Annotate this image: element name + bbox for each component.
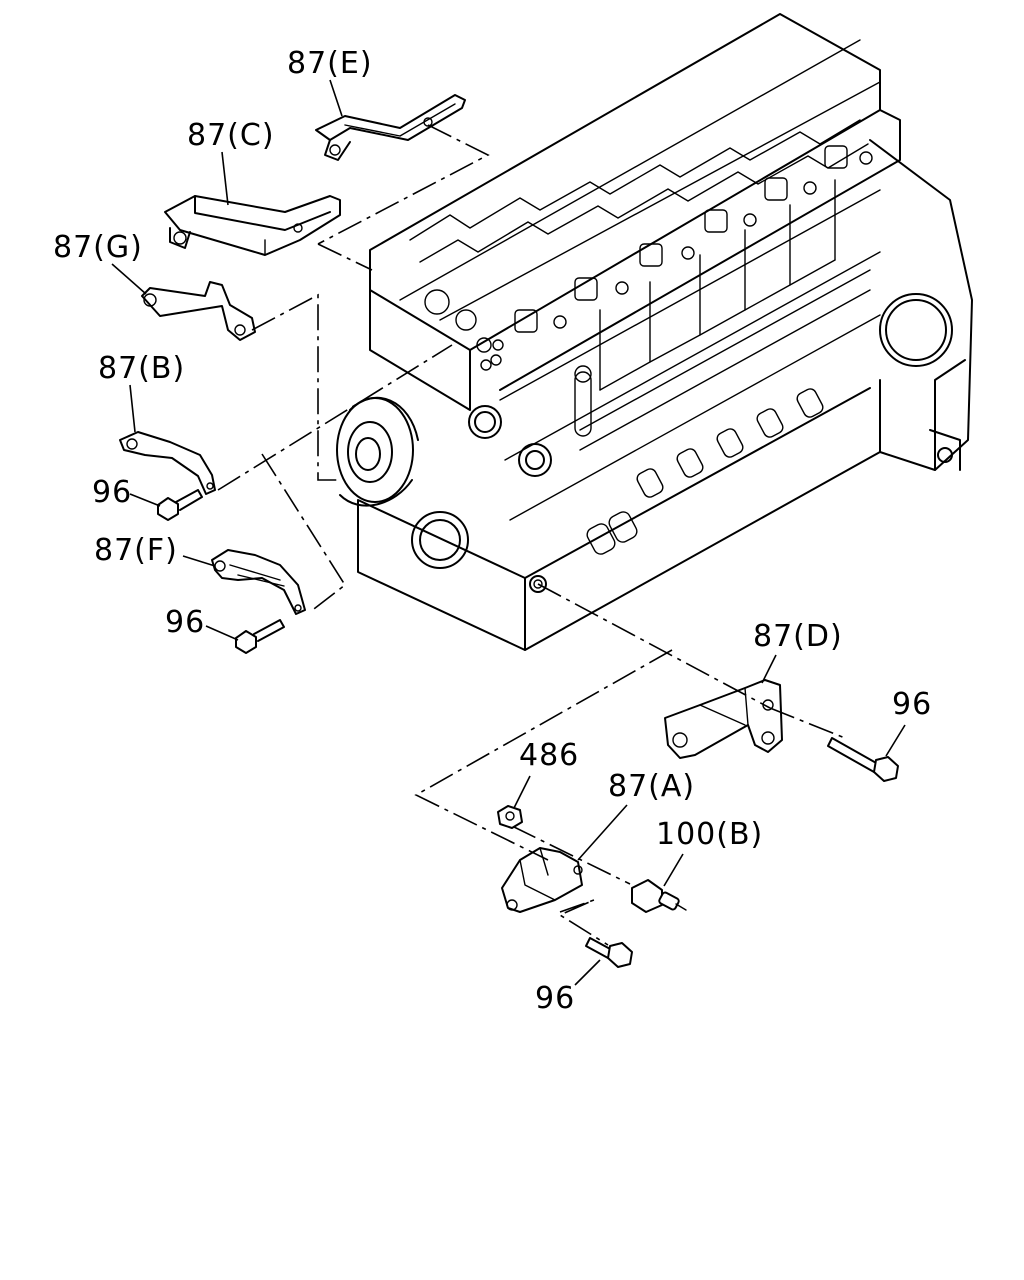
callout-87d: 87(D) — [753, 619, 843, 654]
bracket-87f — [211, 549, 306, 615]
bracket-87e — [315, 94, 466, 161]
callout-96-a: 96 — [535, 981, 576, 1016]
callout-96-d: 96 — [892, 687, 933, 722]
bolt-96-d — [827, 737, 899, 782]
assembly-lines — [217, 124, 846, 946]
sensor-100b — [631, 879, 687, 913]
callout-96-b: 96 — [92, 475, 133, 510]
engine-block — [336, 13, 973, 651]
bolt-96-a — [585, 937, 633, 968]
callout-87b: 87(B) — [98, 351, 186, 386]
callout-87c: 87(C) — [187, 118, 275, 153]
bracket-87b — [119, 431, 216, 495]
bracket-87c — [164, 195, 341, 256]
callout-leaders — [111, 79, 906, 986]
callout-96-f: 96 — [165, 605, 206, 640]
callout-87g: 87(G) — [53, 230, 143, 265]
callout-87a: 87(A) — [608, 769, 696, 804]
bracket-87g — [141, 281, 256, 341]
callout-486: 486 — [519, 738, 580, 773]
bolt-96-f — [235, 619, 285, 654]
callout-100b: 100(B) — [656, 817, 764, 852]
bracket-87a — [501, 847, 583, 913]
callout-87e: 87(E) — [287, 46, 373, 81]
bracket-87d — [664, 679, 783, 759]
bolt-96-b — [157, 489, 203, 521]
nut-486 — [497, 805, 523, 829]
callout-87f: 87(F) — [94, 533, 178, 568]
